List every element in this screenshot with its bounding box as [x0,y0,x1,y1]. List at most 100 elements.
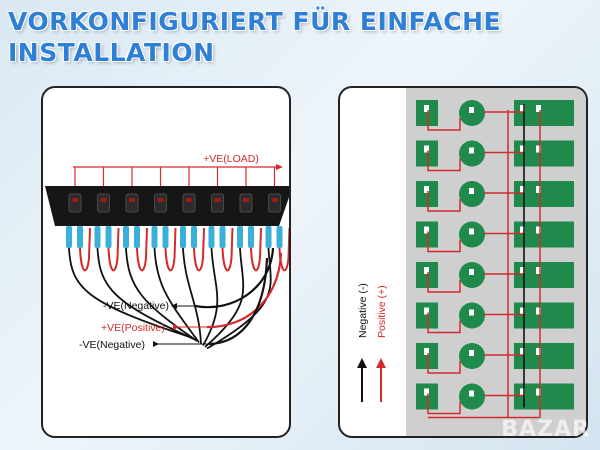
black-ground-wire [153,247,200,344]
pcb-pad-hole [520,226,525,234]
pcb-pad-hole [536,105,541,112]
pcb-pad-hole [536,267,541,274]
headline-line-1: VORKONFIGURIERT FÜR EINFACHE [8,7,502,36]
rocker-switch [125,193,139,213]
switch-panel-illustration: +VE(LOAD) -VE(Negative) +VE(Positive) -V… [45,153,289,351]
rocker-switch [211,193,224,213]
pcb-pad-left [416,262,438,288]
black-ground-wire [96,247,196,341]
pcb-round-hole [469,147,474,154]
terminal-connector [66,226,72,248]
load-arrow-head [276,164,283,170]
pcb-pad-left [416,221,438,248]
pcb-pad-hole [536,226,541,234]
switch-indicator [157,198,164,202]
pcb-round-hole [469,107,474,113]
positive-arrow-head [376,358,386,368]
pcb-pad-right [514,302,574,329]
switch-indicator [129,198,135,202]
pcb-pad-hole [520,348,525,355]
second-negative-lead [208,257,269,346]
pcb-round-hole [469,188,474,194]
pcb-pad-left [416,100,438,126]
terminal-connector [134,226,140,248]
pcb-pad-hole [424,267,429,274]
headline: VORKONFIGURIERT FÜR EINFACHE INSTALLATIO… [8,6,501,68]
red-trace [427,393,461,415]
red-jumper-wire [136,227,148,272]
pcb-pad-hole [536,348,541,355]
pcb-pad-right [514,383,574,410]
terminal-connector [248,226,254,248]
load-drops [74,167,276,188]
switch-indicator [214,198,221,202]
switch-indicator [186,198,192,202]
switch-indicator [271,198,278,202]
terminal-connector [123,226,129,248]
red-trace [427,110,461,131]
load-label: +VE(LOAD) [203,153,259,165]
pcb-round-hole [469,228,474,235]
red-jumper-wire [164,227,177,272]
pcb-pad-hole [520,388,525,396]
terminal-connector [191,226,197,248]
pcb-pad-left [416,140,438,167]
pcb-round-hole [469,269,474,275]
black-ground-wire [202,247,219,346]
pcb-pad-hole [520,105,525,112]
switch-indicator [243,198,249,202]
pcb-pad-hole [520,145,525,153]
black-ground-wire [204,247,245,348]
terminal-connector [77,226,83,248]
pcb-pad-hole [520,267,525,274]
pcb-pad-hole [424,145,429,153]
pcb-round-hole [469,390,474,397]
pcb-pad-hole [424,186,429,193]
terminal-connector [237,226,243,248]
red-trace [427,150,461,172]
red-trace [427,191,461,212]
rocker-switch [68,193,82,213]
negative-arrow-head [357,358,367,368]
terminal-connector [208,226,215,248]
positive-polarity-label: Positive (+) [376,285,388,338]
pcb-pad-hole [520,186,525,193]
pcb-schematic: Negative (-) Positive (+) [357,88,586,436]
rocker-switch [268,193,281,213]
terminal-connector [105,226,112,248]
switch-panel-card: +VE(LOAD) -VE(Negative) +VE(Positive) -V… [41,86,291,438]
pcb-pad-left [416,343,438,369]
terminal-connector [94,226,101,248]
headline-line-2: INSTALLATION [8,38,215,67]
pcb-pad-right [514,181,574,207]
pcb-pad-left [416,302,438,329]
pcb-pad-hole [424,226,429,234]
negative-label-2: -VE(Negative) [79,339,145,351]
negative-arrow-1 [171,303,177,309]
rocker-switch [239,193,253,213]
pcb-schematic-card: Negative (-) Positive (+) [338,86,588,438]
switch-indicator [72,198,78,202]
pcb-pad-hole [536,186,541,193]
terminal-connector [265,226,272,248]
red-trace [427,353,461,374]
pcb-pad-right [514,100,574,126]
pcb-pad-hole [520,307,525,315]
watermark-logo: BAZAR [501,417,590,442]
red-trace [427,272,461,293]
pcb-pad-hole [536,145,541,153]
pcb-round-hole [469,350,474,356]
negative-polarity-label: Negative (-) [357,283,369,338]
rocker-switch [182,193,196,213]
black-ground-wire [125,247,198,342]
pcb-pad-hole [536,388,541,396]
pcb-pad-hole [536,307,541,315]
main-negative-lead [194,247,275,309]
pcb-pad-hole [424,388,429,396]
rocker-switch [97,193,110,213]
black-ground-wire [182,247,202,345]
red-trace [427,231,461,253]
pcb-pad-left [416,383,438,410]
terminal-connector [162,226,169,248]
positive-label: +VE(Positive) [101,322,165,334]
